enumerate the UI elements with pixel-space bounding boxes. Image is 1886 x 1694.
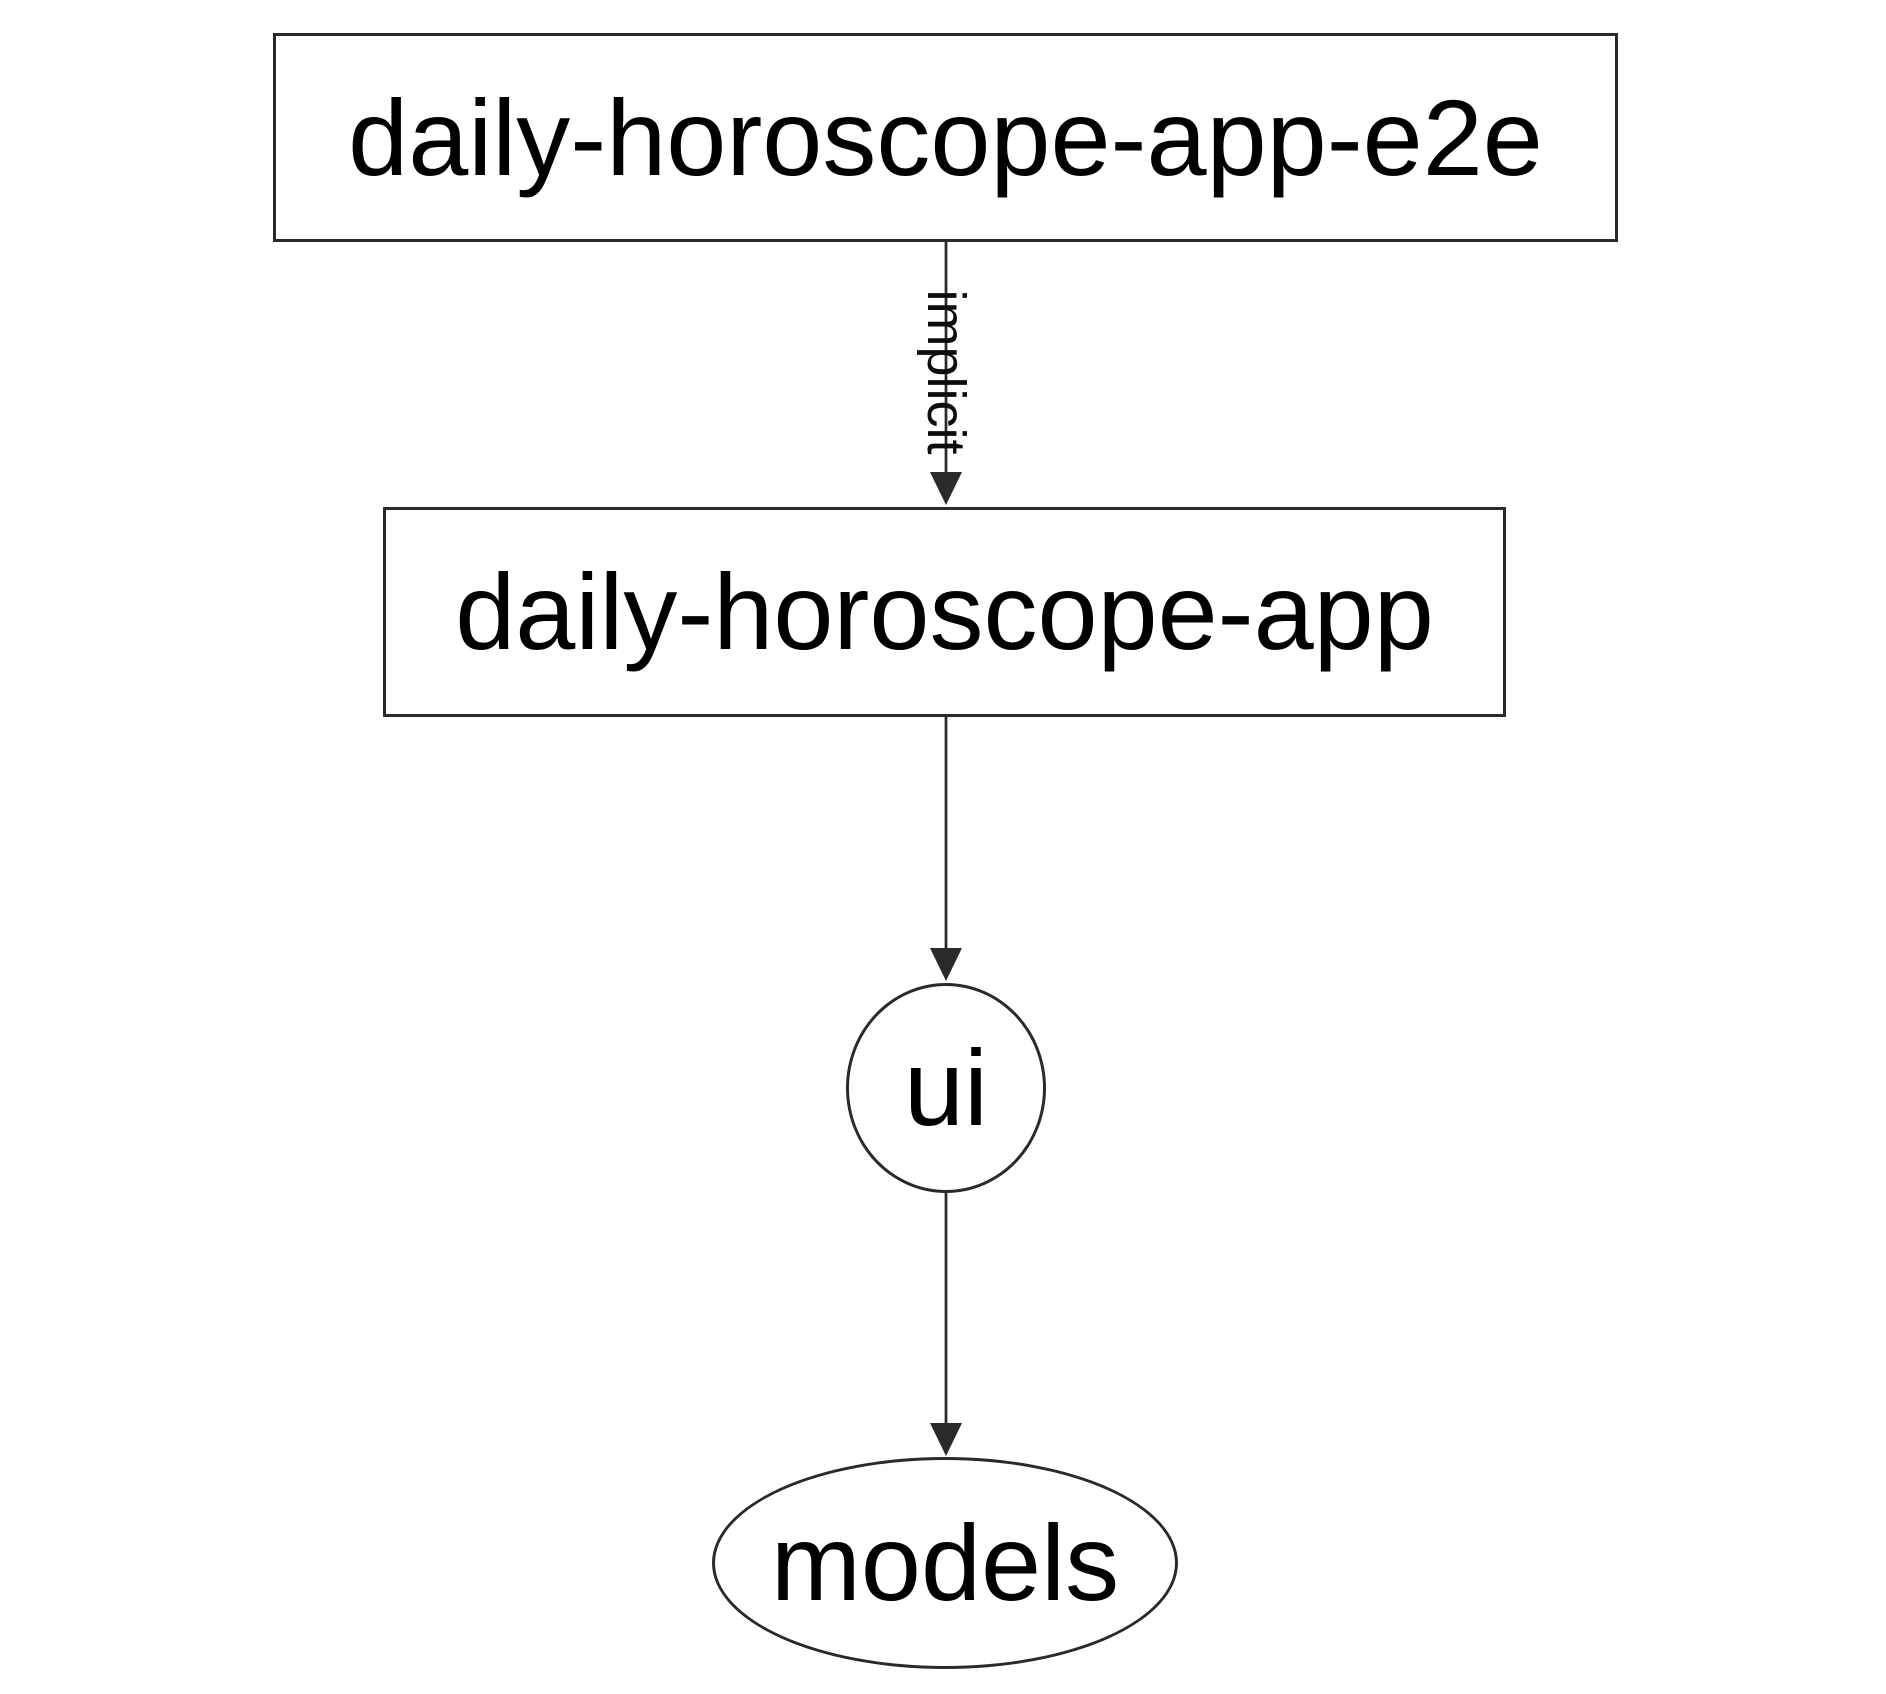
node-label-daily-horoscope-app-e2e: daily-horoscope-app-e2e (348, 76, 1543, 198)
arrowhead-icon (930, 472, 962, 505)
edge-label-implicit: implicit (916, 289, 977, 455)
node-label-ui: ui (903, 1027, 989, 1148)
node-daily-horoscope-app[interactable]: daily-horoscope-app (383, 507, 1506, 717)
node-ui[interactable]: ui (846, 983, 1046, 1193)
node-label-daily-horoscope-app: daily-horoscope-app (455, 551, 1434, 672)
node-daily-horoscope-app-e2e[interactable]: daily-horoscope-app-e2e (273, 33, 1618, 242)
arrowhead-icon (930, 948, 962, 981)
node-models[interactable]: models (712, 1457, 1178, 1669)
node-label-models: models (770, 1502, 1120, 1623)
arrowhead-icon (930, 1423, 962, 1456)
